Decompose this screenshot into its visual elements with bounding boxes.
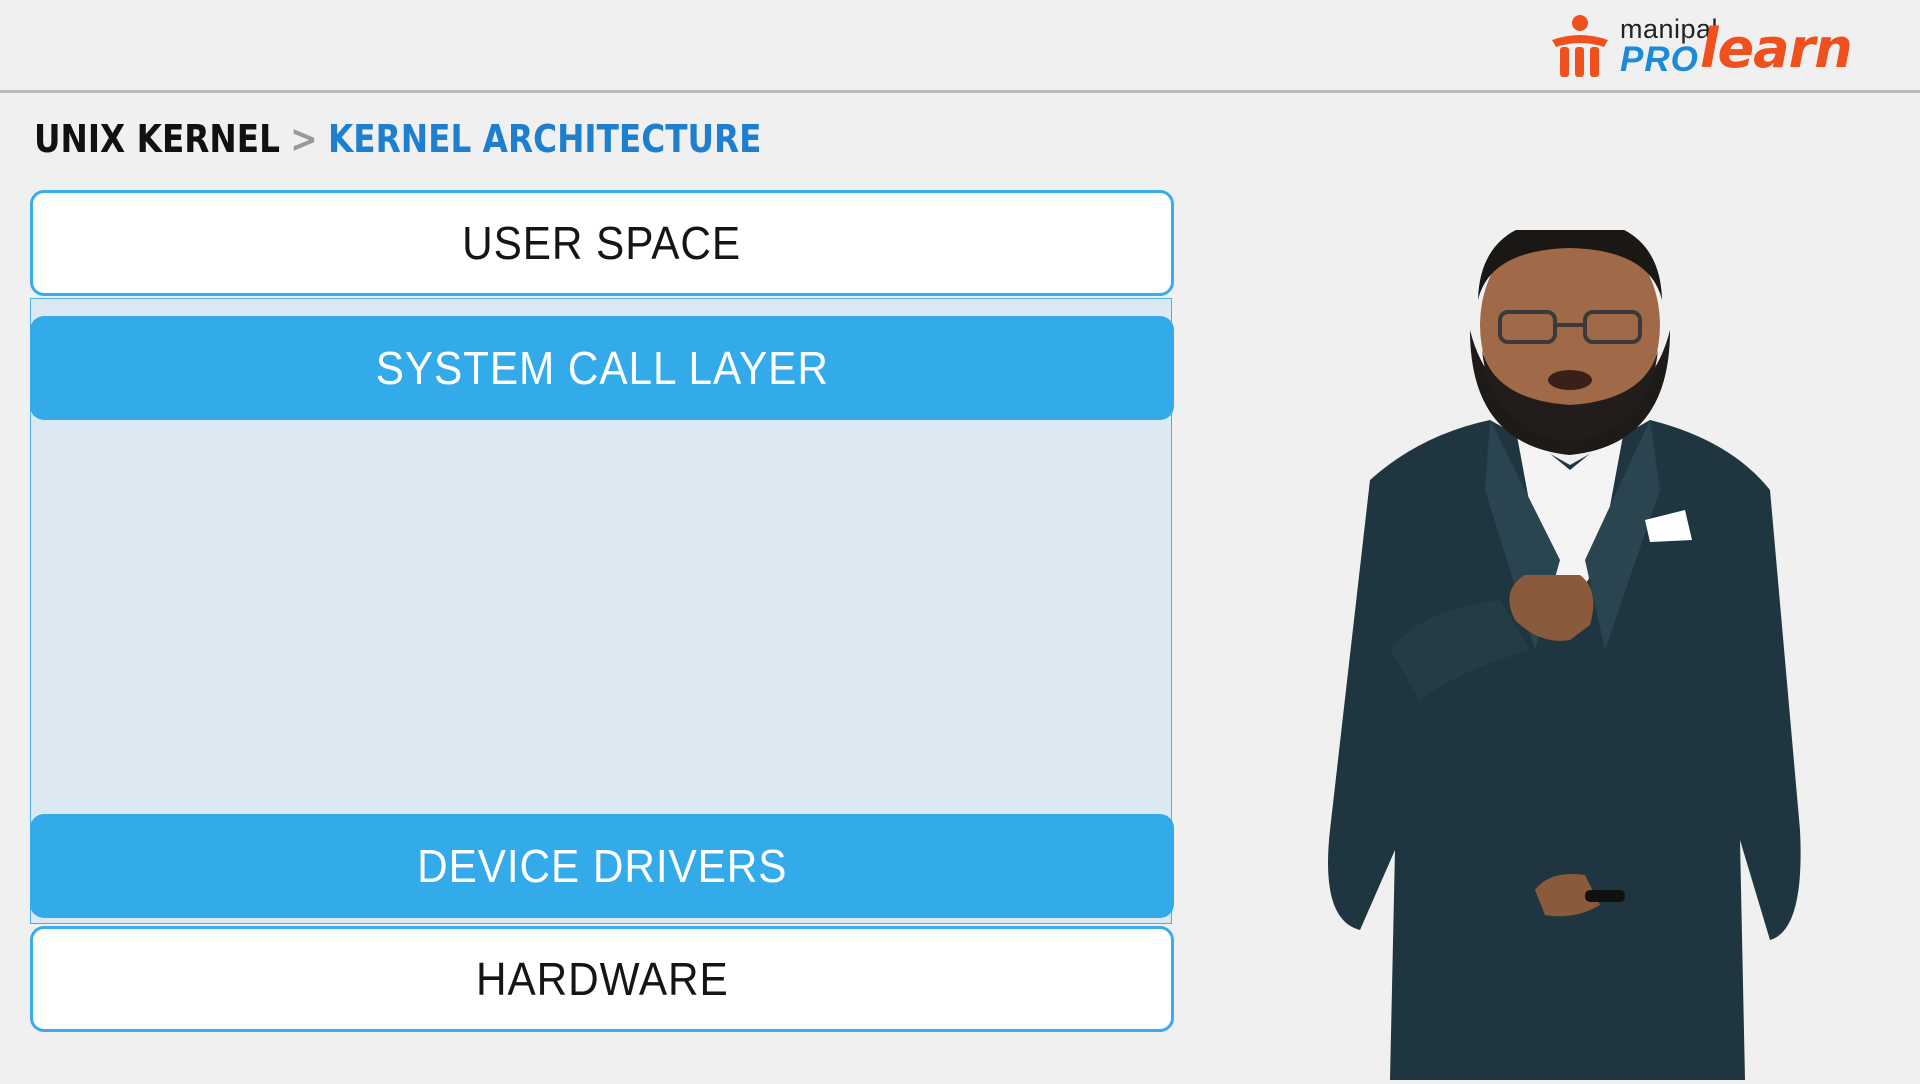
presenter	[1300, 218, 1840, 1080]
layer-device-drivers: DEVICE DRIVERS	[30, 814, 1174, 918]
header-divider	[0, 90, 1920, 93]
presenter-figure-icon	[1328, 218, 1801, 1080]
breadcrumb-root: UNIX KERNEL	[34, 117, 280, 161]
layer-system-call: SYSTEM CALL LAYER	[30, 316, 1174, 420]
kernel-architecture-diagram: USER SPACE SYSTEM CALL LAYER DEVICE DRIV…	[30, 190, 1174, 1032]
breadcrumb-current: KERNEL ARCHITECTURE	[327, 117, 762, 161]
layer-user-space: USER SPACE	[30, 190, 1174, 296]
layer-hardware-label: HARDWARE	[475, 953, 729, 1005]
logo-pro-text: PRO	[1620, 40, 1699, 79]
layer-system-call-label: SYSTEM CALL LAYER	[375, 342, 829, 394]
logo-figure-icon	[1552, 15, 1608, 77]
breadcrumb-separator: >	[290, 117, 318, 161]
layer-device-drivers-label: DEVICE DRIVERS	[416, 840, 788, 892]
layer-user-space-label: USER SPACE	[462, 217, 742, 269]
logo-learn-text: learn	[1700, 17, 1853, 80]
logo-manipal-text: manipal	[1620, 14, 1719, 44]
breadcrumb: UNIX KERNEL>KERNEL ARCHITECTURE	[34, 114, 762, 164]
layer-hardware: HARDWARE	[30, 926, 1174, 1032]
brand-logo: manipal PRO learn	[1548, 10, 1898, 86]
